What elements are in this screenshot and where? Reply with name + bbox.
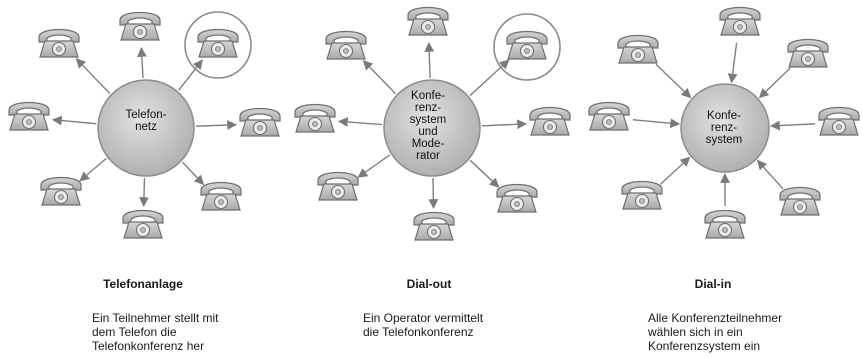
connection-arrow xyxy=(424,42,435,79)
telephone-icon xyxy=(496,183,538,213)
telephone-icon xyxy=(617,34,659,64)
telephone-icon xyxy=(119,11,161,41)
network-hub xyxy=(383,79,481,177)
telephone-icon xyxy=(239,107,281,137)
connection-arrow xyxy=(178,59,203,91)
connection-arrow xyxy=(758,67,791,99)
telephone-icon xyxy=(506,30,548,60)
telephone-icon xyxy=(122,209,164,239)
hub-label-konferenzsystem: Konfe- renz- system xyxy=(705,110,743,146)
hub-label-telefonnetz: Telefon- netz xyxy=(125,109,167,133)
telephone-icon xyxy=(818,106,860,136)
connection-arrow xyxy=(632,118,681,129)
telephone-icon xyxy=(8,101,50,131)
telephone-icon xyxy=(588,101,630,131)
description-dial-out: Ein Operator vermittelt die Telefonkonfe… xyxy=(363,311,484,339)
telephone-icon xyxy=(413,211,455,241)
connection-arrow xyxy=(337,117,383,127)
telephone-icon xyxy=(787,38,829,68)
network-hub xyxy=(680,83,770,173)
panel-dial-in xyxy=(588,6,860,239)
panel-telefonanlage xyxy=(8,11,281,239)
telephone-icon xyxy=(38,28,80,58)
connection-arrow xyxy=(428,177,439,209)
connection-arrow xyxy=(79,157,107,182)
connection-arrow xyxy=(769,120,816,131)
initiator-highlight-ring xyxy=(184,11,252,79)
telephone-icon xyxy=(317,171,359,201)
connection-arrow xyxy=(182,161,205,186)
network-hub xyxy=(97,79,195,177)
connection-arrow xyxy=(727,42,738,84)
connection-arrow xyxy=(139,177,149,207)
connection-arrow xyxy=(469,159,500,188)
connection-arrow xyxy=(137,46,147,79)
panel-dial-out xyxy=(294,6,571,241)
connection-arrow xyxy=(362,60,397,95)
connection-arrow xyxy=(655,63,692,99)
telephone-icon xyxy=(704,209,746,239)
telephone-icon xyxy=(200,181,242,211)
telephone-icon xyxy=(529,106,571,136)
telephone-icon xyxy=(719,6,761,36)
title-dial-out: Dial-out xyxy=(406,277,452,291)
telephone-icon xyxy=(407,6,449,36)
telephone-icon xyxy=(779,186,821,216)
connection-arrow xyxy=(357,154,391,178)
connection-arrow xyxy=(756,159,784,190)
connection-arrow xyxy=(195,120,237,130)
connection-arrow xyxy=(75,58,111,94)
telephone-icon xyxy=(294,103,336,133)
title-dial-in: Dial-in xyxy=(694,277,732,291)
description-telefonanlage: Ein Teilnehmer stellt mit dem Telefon di… xyxy=(92,311,219,353)
initiator-highlight-ring xyxy=(493,13,561,81)
connection-arrow xyxy=(659,156,691,185)
connection-arrow xyxy=(51,115,97,126)
connection-arrow xyxy=(469,59,510,97)
title-telefonanlage: Telefonanlage xyxy=(103,277,183,291)
telephone-icon xyxy=(197,28,239,58)
description-dial-in: Alle Konferenzteilnehmer wählen sich in … xyxy=(648,311,783,353)
telephone-icon xyxy=(325,30,367,60)
telephone-icon xyxy=(40,176,82,206)
hub-label-konferenzsystem-moderator: Konfe- renz- system und Mode- rator xyxy=(409,90,447,162)
telephone-icon xyxy=(621,180,663,210)
connection-arrow xyxy=(481,119,528,130)
